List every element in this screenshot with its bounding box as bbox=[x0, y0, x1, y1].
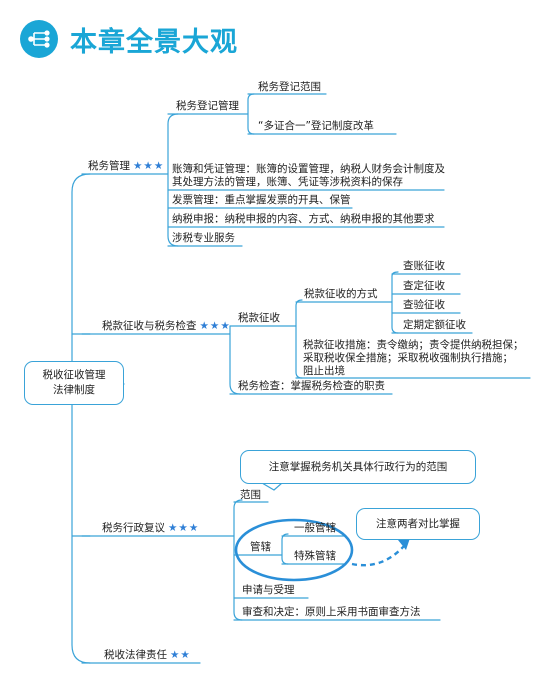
tax-collect-label: 税款征收 bbox=[238, 312, 280, 324]
connector-tax-collect bbox=[295, 299, 303, 379]
connector-trunk bbox=[71, 173, 91, 664]
measures-line1: 税款征收措施：责令缴纳；责令提供纳税担保； bbox=[303, 339, 524, 351]
branch-collection: 税款征收与税务检查★★★ bbox=[102, 319, 231, 333]
decision-node: 审查和决定：原则上采用书面审查方法 bbox=[242, 606, 421, 618]
connector-registration bbox=[247, 93, 255, 135]
measures-line3: 阻止出境 bbox=[303, 365, 345, 377]
branch-review: 税务行政复议★★★ bbox=[102, 521, 199, 535]
mind-map-icon bbox=[20, 20, 58, 58]
scope-node: 范围 bbox=[240, 489, 261, 501]
branch-liability: 税收法律责任★★ bbox=[104, 648, 191, 662]
page-title: 本章全景大观 bbox=[70, 27, 238, 58]
root-line1: 税收征收管理 bbox=[42, 369, 106, 381]
connector-jurisdiction bbox=[281, 533, 289, 565]
invoice-node: 发票管理：重点掌握发票的开具、保管 bbox=[172, 194, 351, 206]
inspection-node: 税务检查：掌握税务检查的职责 bbox=[238, 380, 385, 392]
root-node: 税收征收管理 法律制度 bbox=[24, 361, 124, 405]
branch-mgmt: 税务管理★★★ bbox=[88, 159, 164, 173]
measures-line2: 采取税收保全措施；采取税收强制执行措施； bbox=[303, 352, 513, 364]
compare-arrowhead bbox=[398, 538, 410, 550]
methods-label: 税款征收的方式 bbox=[304, 288, 378, 300]
registration-item-scope: 税务登记范围 bbox=[258, 81, 321, 93]
registration-item-reform: “多证合一”登记制度改革 bbox=[258, 120, 374, 132]
branch-mgmt-label: 税务管理 bbox=[88, 160, 130, 172]
branch-collection-stars: ★★★ bbox=[199, 320, 231, 332]
compare-arrow bbox=[351, 545, 405, 567]
agency-node: 涉税专业服务 bbox=[172, 232, 235, 244]
jurisdiction-item-general: 一般管辖 bbox=[294, 522, 336, 534]
method-item-1: 查账征收 bbox=[403, 260, 445, 272]
jurisdiction-label: 管辖 bbox=[250, 541, 271, 553]
jurisdiction-item-special: 特殊管辖 bbox=[294, 550, 336, 562]
jurisdiction-highlight bbox=[234, 518, 354, 582]
registration-label: 税务登记管理 bbox=[176, 100, 239, 112]
callout-compare: 注意两者对比掌握 bbox=[356, 508, 480, 540]
callout-scope-pointer bbox=[261, 482, 283, 491]
connector-methods bbox=[391, 271, 399, 334]
books-line2: 其处理方法的管理，账簿、凭证等涉税资料的保存 bbox=[172, 176, 403, 188]
application-node: 申请与受理 bbox=[242, 584, 295, 596]
branch-review-label: 税务行政复议 bbox=[102, 522, 165, 534]
method-item-2: 查定征收 bbox=[403, 280, 445, 292]
root-line2: 法律制度 bbox=[53, 384, 95, 396]
branch-liability-stars: ★★ bbox=[170, 649, 191, 661]
method-item-3: 查验征收 bbox=[403, 299, 445, 311]
branch-review-stars: ★★★ bbox=[168, 522, 200, 534]
branch-liability-label: 税收法律责任 bbox=[104, 649, 167, 661]
callout-scope: 注意掌握税务机关具体行政行为的范围 bbox=[240, 450, 476, 484]
books-line1: 账簿和凭证管理：账簿的设置管理，纳税人财务会计制度及 bbox=[172, 163, 445, 175]
branch-mgmt-stars: ★★★ bbox=[133, 160, 165, 172]
method-item-4: 定期定额征收 bbox=[403, 319, 466, 331]
branch-collection-label: 税款征收与税务检查 bbox=[102, 320, 197, 332]
declaration-node: 纳税申报：纳税申报的内容、方式、纳税申报的其他要求 bbox=[172, 213, 435, 225]
